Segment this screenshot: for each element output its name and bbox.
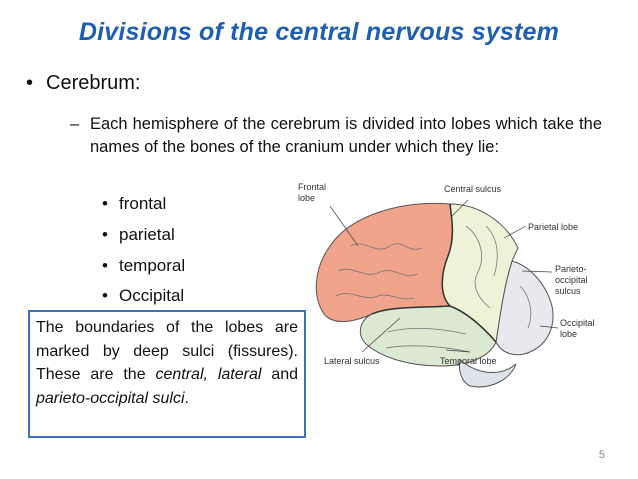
gyri-lines <box>335 225 532 353</box>
label-temporal-lobe: Temporal lobe <box>440 356 497 366</box>
note-italic-central-lateral: central, lateral <box>155 366 262 383</box>
lobe-item-occipital: • Occipital <box>102 286 184 306</box>
label-leader-lines <box>329 199 559 353</box>
bullet-cerebrum: • Cerebrum: <box>26 72 140 95</box>
label-central-sulcus: Central sulcus <box>444 184 502 194</box>
label-occipital-line2: lobe <box>560 329 577 339</box>
note-italic-parieto-occipital: parieto-occipital sulci <box>36 389 185 407</box>
lobe-item-parietal: • parietal <box>102 225 175 245</box>
central-sulcus-line <box>441 203 454 307</box>
bullet-cerebrum-label: Cerebrum: <box>46 72 141 94</box>
sub-point-text: Each hemisphere of the cerebrum is divid… <box>90 115 602 156</box>
note-text-and: and <box>271 366 299 383</box>
slide-title: Divisions of the central nervous system <box>78 18 560 46</box>
dash-marker: – <box>70 115 80 133</box>
lobe-item-frontal: • frontal <box>102 194 166 214</box>
label-parieto-line3: sulcus <box>555 286 581 296</box>
bullet-dot: • <box>26 72 34 94</box>
label-parieto-line2: occipital <box>555 275 588 285</box>
bullet-dot: • <box>102 256 108 275</box>
lobe-label: parietal <box>119 225 175 244</box>
label-lateral-sulcus: Lateral sulcus <box>324 356 380 366</box>
lobe-label: temporal <box>119 256 186 275</box>
label-parietal-lobe: Parietal lobe <box>528 222 578 232</box>
label-occipital-line1: Occipital <box>560 318 595 328</box>
sulci-note-box: The boundaries of the lobes are marked b… <box>28 310 306 438</box>
frontal-lobe-shape <box>315 202 453 322</box>
lobe-label: Occipital <box>119 286 185 305</box>
lateral-sulcus-line <box>371 305 497 343</box>
cerebellum-shape <box>459 359 517 388</box>
label-frontal-line1: Frontal <box>298 182 326 192</box>
bullet-dot: • <box>102 194 108 213</box>
note-text-part: The boundaries of the lobes are marked b… <box>36 319 298 383</box>
lobe-label: frontal <box>119 194 167 213</box>
page-number: 5 <box>598 449 605 461</box>
lobe-item-temporal: • temporal <box>102 256 185 276</box>
sulci-note-text: The boundaries of the lobes are marked b… <box>36 316 298 410</box>
bullet-dot: • <box>102 225 108 244</box>
bullet-dot: • <box>102 286 108 305</box>
label-parieto-line1: Parieto- <box>555 264 587 274</box>
note-text-end: . <box>184 389 189 407</box>
label-frontal-line2: lobe <box>298 193 315 203</box>
brain-lobes-diagram: Frontal lobe Central sulcus Parietal lob… <box>298 182 595 388</box>
